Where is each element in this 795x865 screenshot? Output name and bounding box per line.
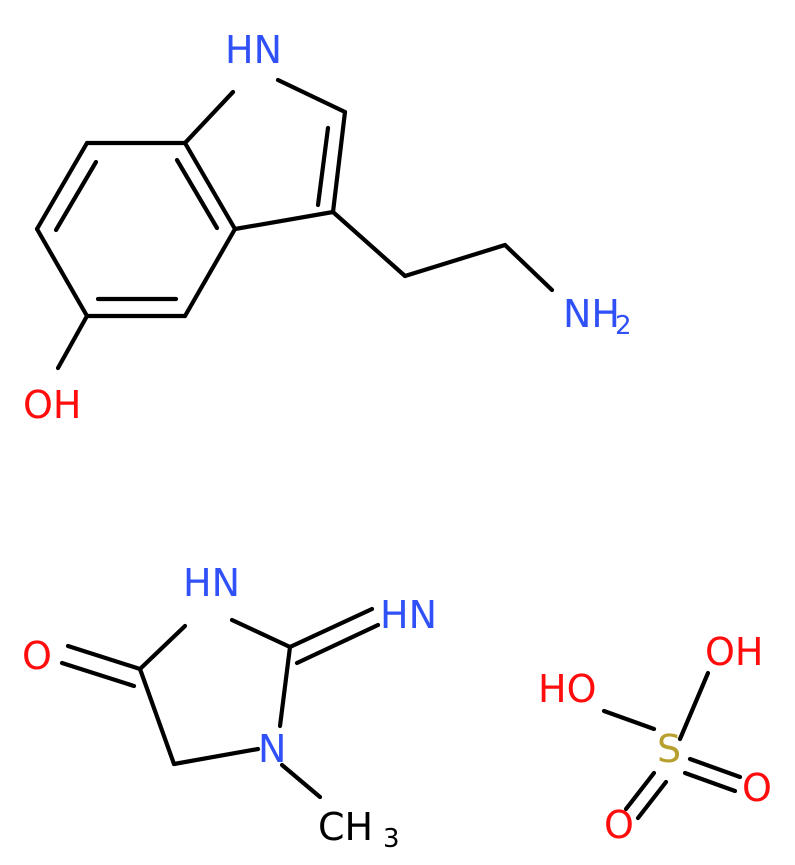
- amine-label: NH: [563, 292, 620, 336]
- bond: [137, 623, 188, 672]
- ring-nitrogen-label: N: [258, 727, 286, 771]
- sulfur-label: S: [657, 727, 681, 771]
- serotonin-molecule: HN OH NH 2: [23, 28, 632, 427]
- bond: [601, 708, 657, 732]
- bond: [182, 140, 238, 232]
- bond-inner: [53, 159, 99, 233]
- bond: [330, 209, 408, 279]
- left-hydroxyl-label: HO: [538, 667, 596, 711]
- methyl-label: CH: [318, 805, 373, 849]
- carbonyl-oxygen-label: O: [22, 634, 52, 678]
- bond: [229, 617, 293, 650]
- hydroxyl-label: OH: [23, 383, 81, 427]
- bond: [677, 670, 711, 742]
- bond: [65, 643, 143, 672]
- top-hydroxyl-label: OH: [705, 630, 763, 674]
- amine-subscript: 2: [615, 311, 632, 341]
- bottom-oxo-label: O: [604, 803, 634, 847]
- bond: [279, 762, 323, 800]
- bond: [232, 209, 336, 232]
- bond: [59, 660, 137, 689]
- imine-label: HN: [380, 593, 437, 637]
- sulfuric-acid-molecule: OH HO S O O: [538, 630, 772, 847]
- ring-nh-label: HN: [183, 561, 240, 605]
- bond: [294, 622, 381, 666]
- bond: [635, 779, 669, 821]
- bond: [182, 226, 238, 319]
- bond: [182, 89, 236, 146]
- creatinine-molecule: HN HN O N CH 3: [22, 561, 437, 854]
- bond: [277, 644, 293, 729]
- bond: [171, 746, 261, 767]
- bond: [402, 242, 508, 279]
- bond: [34, 140, 90, 232]
- bond-inner: [315, 125, 331, 208]
- bond: [682, 770, 738, 794]
- bond: [137, 666, 177, 767]
- bond: [502, 242, 555, 293]
- methyl-subscript: 3: [383, 824, 400, 854]
- right-oxo-label: O: [742, 766, 772, 810]
- bond: [275, 77, 348, 115]
- bond: [34, 226, 90, 319]
- bond: [623, 770, 657, 812]
- bond: [330, 109, 348, 215]
- bond: [287, 606, 375, 650]
- bond: [687, 756, 743, 780]
- bond: [55, 313, 90, 371]
- bond-inner: [174, 157, 220, 231]
- indole-nh-label: HN: [225, 28, 282, 72]
